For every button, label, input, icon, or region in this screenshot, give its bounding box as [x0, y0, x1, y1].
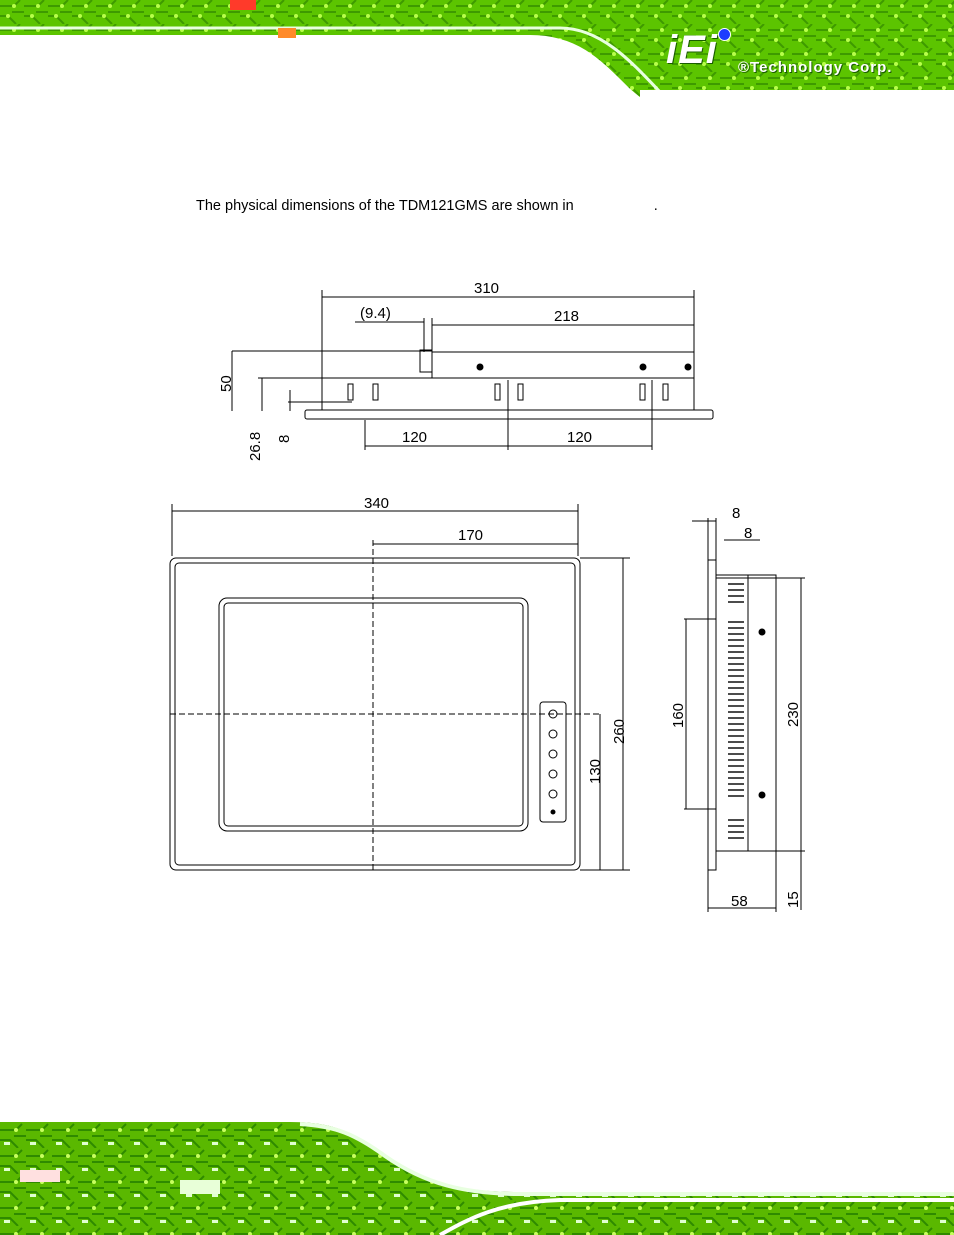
footer-pcb-banner	[0, 1122, 954, 1235]
front-view	[169, 504, 630, 871]
dim-front-width: 340	[364, 495, 389, 512]
dim-side-depth: 58	[731, 893, 748, 910]
company-name: ®Technology Corp.	[738, 59, 893, 76]
dim-top-spacing-right: 120	[567, 429, 592, 446]
dim-top-height: 50	[218, 375, 235, 392]
intro-paragraph: The physical dimensions of the TDM121GMS…	[196, 198, 658, 214]
header-pcb-banner	[0, 0, 954, 112]
vent-slots	[728, 583, 744, 839]
dim-top-depth: 26.8	[247, 432, 264, 461]
intro-trailing: .	[653, 198, 658, 214]
dim-front-half-height: 130	[587, 759, 604, 784]
top-view	[231, 290, 714, 450]
dim-top-offset: (9.4)	[360, 305, 391, 322]
logo-letters: iEi	[666, 28, 718, 72]
dim-top-overall-width: 310	[474, 280, 499, 297]
dim-side-body-height: 230	[785, 702, 802, 727]
dim-side-bezel-depth: 8	[732, 505, 740, 522]
dim-front-half-width: 170	[458, 527, 483, 544]
dim-side-inner-height: 160	[670, 703, 687, 728]
side-view	[684, 518, 805, 912]
dim-side-bottom-offset: 15	[785, 891, 802, 908]
iei-logo: iEi ®Technology Corp.	[666, 26, 946, 86]
intro-text: The physical dimensions of the TDM121GMS…	[196, 198, 574, 214]
logo-dot-icon	[718, 28, 731, 41]
dim-top-spacing-left: 120	[402, 429, 427, 446]
dim-front-height: 260	[611, 719, 628, 744]
dim-top-bracket-width: 218	[554, 308, 579, 325]
dim-side-bezel-offset: 8	[744, 525, 752, 542]
dim-top-bezel: 8	[276, 435, 293, 443]
